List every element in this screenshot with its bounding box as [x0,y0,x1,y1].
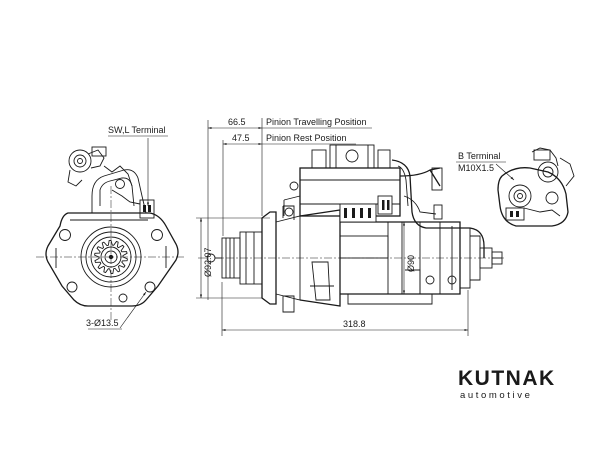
front-flange-outline [45,212,179,307]
pinion-shaft [104,250,118,264]
pinion-gear [94,240,128,274]
front-housing-inner [99,177,135,207]
pinion-hub [100,246,122,268]
rear-view [497,147,575,227]
motor-body [299,209,481,307]
flange-diameter-value: Ø92.07 [203,247,213,277]
brand-logo: KUTNAK automotive [458,367,556,402]
holes-leader [119,291,147,329]
rest-dimension-value: 47.5 [232,133,250,143]
front-nose-inner-ring [90,236,132,278]
pinion-rest-label: Pinion Rest Position [266,133,347,143]
main-cable [391,159,485,258]
b-terminal-label: B Terminal [458,151,500,161]
overall-length-value: 318.8 [343,319,366,329]
overall-length-dimension [221,282,469,336]
brand-tagline: automotive [460,390,533,401]
front-terminal-cluster [67,146,141,205]
brand-name: KUTNAK [458,367,556,390]
mounting-holes [59,229,163,303]
pinion-gear-teeth [94,240,128,274]
b-thread-label: M10X1.5 [458,163,494,173]
pinion-nose [206,231,263,285]
holes-label: 3-Ø13.5 [86,318,119,328]
sw-l-terminal-label: SW,L Terminal [108,125,166,135]
body-diameter-value: Ø90 [406,255,416,272]
front-nose-ring [85,231,137,283]
sw-l-connector [139,199,155,219]
front-flange-bore [80,226,142,288]
front-view [36,146,186,320]
pinion-travelling-label: Pinion Travelling Position [266,117,367,127]
travel-dimension-value: 66.5 [228,117,246,127]
front-flange-edges [55,219,167,268]
pinion-position-dimensions [207,118,372,300]
drive-end-housing [261,205,301,313]
b-terminal-leader [495,163,515,181]
solenoid [283,144,401,223]
pinion-center [108,254,114,260]
flange-diameter-dimension [196,217,270,299]
side-view [198,144,505,313]
rear-end-cap [479,247,503,269]
